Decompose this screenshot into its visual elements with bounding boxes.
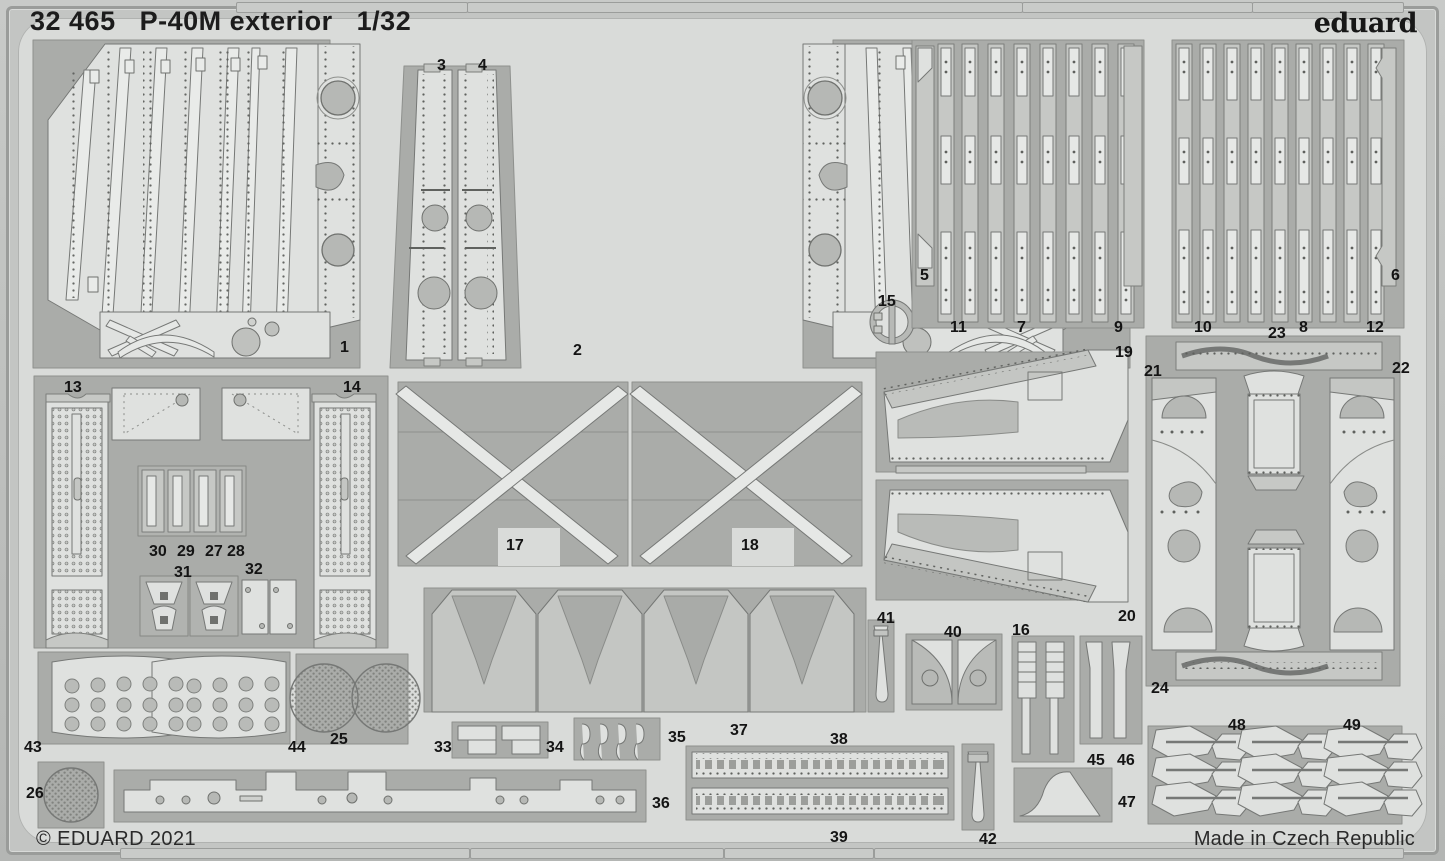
edge-tab <box>120 848 470 859</box>
part-number-39: 39 <box>830 829 848 846</box>
parts-5-11-7-9-strips <box>911 39 1145 329</box>
part-number-1: 1 <box>340 339 349 356</box>
part-40-triangles <box>905 633 1003 711</box>
parts-19-20-cowl-panels <box>875 348 1129 604</box>
part-number-5: 5 <box>920 267 929 284</box>
part-number-25: 25 <box>330 731 348 748</box>
part-number-4: 4 <box>478 57 487 74</box>
part-number-28: 28 <box>227 543 245 560</box>
parts-3-4-flaps <box>389 63 522 369</box>
parts-6-10-8-12-strips <box>1171 39 1405 329</box>
parts-45-46-rods <box>1079 635 1143 745</box>
edge-tab <box>470 848 724 859</box>
part-number-13: 13 <box>64 379 82 396</box>
part-number-23: 23 <box>1268 325 1286 342</box>
part-37-chevrons <box>423 587 867 713</box>
part-number-43: 43 <box>24 739 42 756</box>
part-number-45: 45 <box>1087 752 1105 769</box>
part-number-31: 31 <box>174 564 192 581</box>
part-number-38: 38 <box>830 731 848 748</box>
part-number-10: 10 <box>1194 319 1212 336</box>
part-number-36: 36 <box>652 795 670 812</box>
part-number-21: 21 <box>1144 363 1162 380</box>
edge-tab <box>874 848 1404 859</box>
part-number-35: 35 <box>668 729 686 746</box>
edge-tab <box>724 848 874 859</box>
part-number-42: 42 <box>979 831 997 848</box>
edge-tab <box>1252 2 1404 13</box>
sheet-title: 32 465 P-40M exterior 1/32 <box>30 6 412 36</box>
parts-21-22-24-wheelwells <box>1145 335 1401 687</box>
part-number-48: 48 <box>1228 717 1246 734</box>
parts-48-49-scissor-links <box>1147 724 1424 825</box>
part-number-37: 37 <box>730 722 748 739</box>
part-number-34: 34 <box>546 739 564 756</box>
part-number-26: 26 <box>26 785 44 802</box>
parts-38-39-ladders <box>685 745 955 821</box>
part-number-46: 46 <box>1117 752 1135 769</box>
part-number-22: 22 <box>1392 360 1410 377</box>
part-number-49: 49 <box>1343 717 1361 734</box>
part-36-rail <box>113 769 647 823</box>
part-number-20: 20 <box>1118 608 1136 625</box>
part-number-16: 16 <box>1012 622 1030 639</box>
part-number-9: 9 <box>1114 319 1123 336</box>
part-number-14: 14 <box>343 379 361 396</box>
part-number-7: 7 <box>1017 319 1026 336</box>
part-number-8: 8 <box>1299 319 1308 336</box>
part-number-15: 15 <box>878 293 896 310</box>
part-number-47: 47 <box>1118 794 1136 811</box>
part-number-17: 17 <box>506 537 524 554</box>
part-number-27: 27 <box>205 543 223 560</box>
part-number-32: 32 <box>245 561 263 578</box>
part-41-lever <box>867 619 895 713</box>
part-number-29: 29 <box>177 543 195 560</box>
part-number-33: 33 <box>434 739 452 756</box>
part-number-2: 2 <box>573 342 582 359</box>
part-number-30: 30 <box>149 543 167 560</box>
part-26-mesh-disc <box>37 761 105 829</box>
part-number-11: 11 <box>950 319 967 336</box>
copyright-text: © EDUARD 2021 <box>36 828 196 850</box>
brand-logo: eduard <box>1313 8 1418 39</box>
part-number-41: 41 <box>877 610 895 627</box>
parts-33-34-clips <box>451 721 549 759</box>
part-1-wing-panel <box>32 39 361 369</box>
part-number-18: 18 <box>741 537 759 554</box>
part-35-hooks <box>573 717 661 761</box>
part-47-fairing <box>1013 767 1113 823</box>
part-25-mesh-discs <box>289 653 421 745</box>
part-16-rods <box>1011 635 1075 763</box>
part-number-24: 24 <box>1151 680 1169 697</box>
origin-text: Made in Czech Republic <box>1193 828 1415 850</box>
part-number-12: 12 <box>1366 319 1384 336</box>
parts-13-14-gear-doors <box>33 375 389 649</box>
part-number-44: 44 <box>288 739 306 756</box>
parts-17-18-xframes <box>395 381 863 567</box>
part-number-6: 6 <box>1391 267 1400 284</box>
part-42-lever <box>961 743 995 831</box>
part-15-ring <box>869 299 915 345</box>
part-number-19: 19 <box>1115 344 1133 361</box>
part-number-40: 40 <box>944 624 962 641</box>
parts-43-44-vents <box>37 651 291 745</box>
part-number-3: 3 <box>437 57 446 74</box>
